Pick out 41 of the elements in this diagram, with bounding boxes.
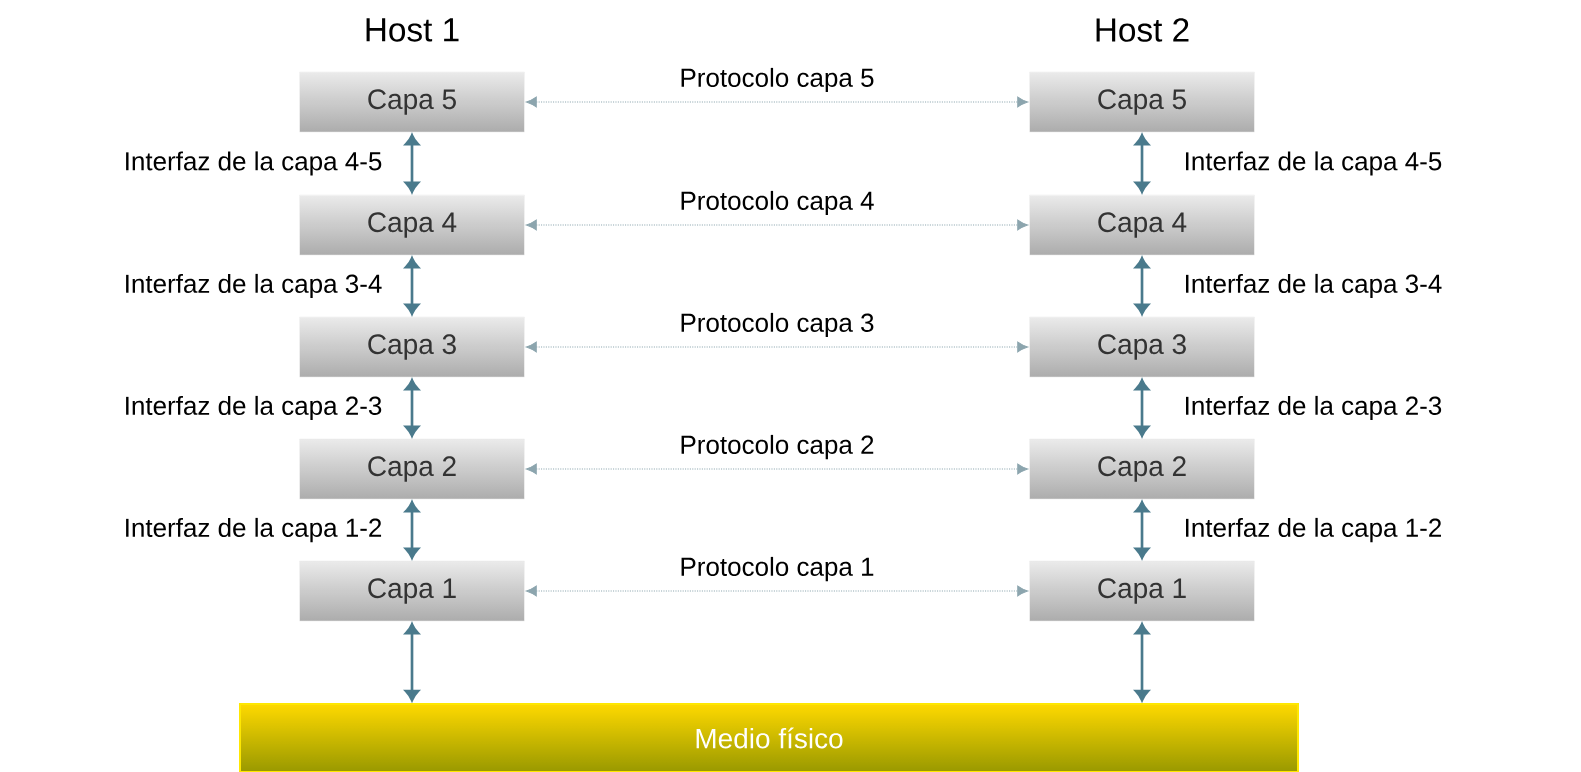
layer-box: Capa 3 [299, 316, 525, 378]
edge-label: Interfaz de la capa 4-5 [1186, 151, 1442, 176]
double-arrow [404, 257, 420, 315]
dotted-arrow [525, 585, 1029, 597]
double-arrow [1134, 257, 1150, 315]
edge-label: Interfaz de la capa 2-3 [1186, 395, 1442, 421]
layer-box: Capa 3 [1029, 316, 1255, 378]
layer-box: Capa 4 [299, 194, 525, 256]
dotted-arrow [525, 219, 1029, 231]
host-title: Host 1 [366, 18, 459, 42]
double-arrow [404, 134, 420, 193]
double-arrow [1134, 623, 1150, 702]
double-arrow [1134, 134, 1150, 193]
double-arrow [404, 379, 420, 437]
double-arrow [1134, 379, 1150, 437]
layer-box: Capa 5 [1029, 71, 1255, 133]
edge-label: Interfaz de la capa 1-2 [126, 517, 382, 543]
edge-label: Interfaz de la capa 2-3 [126, 395, 382, 421]
edge-label: Protocolo capa 4 [681, 190, 874, 216]
layer-box: Capa 5 [299, 71, 525, 133]
double-arrow [1134, 501, 1150, 559]
layer-box: Capa 1 [299, 560, 525, 622]
edge-label: Interfaz de la capa 3-4 [126, 273, 382, 299]
edge-label: Protocolo capa 3 [681, 312, 874, 338]
edge-label: Protocolo capa 5 [681, 67, 874, 93]
medium-bar: Medio físico [239, 703, 1299, 772]
edge-label: Interfaz de la capa 4-5 [126, 151, 382, 176]
host-title: Host 2 [1096, 18, 1189, 42]
layer-box: Capa 2 [299, 438, 525, 500]
layer-box: Capa 2 [1029, 438, 1255, 500]
dotted-arrow [525, 463, 1029, 475]
dotted-arrow [525, 341, 1029, 353]
dotted-arrow [525, 96, 1029, 108]
edge-label: Interfaz de la capa 1-2 [1186, 517, 1441, 543]
layer-box: Capa 4 [1029, 194, 1255, 256]
layer-box: Capa 1 [1029, 560, 1255, 622]
edge-label: Interfaz de la capa 3-4 [1186, 273, 1442, 299]
double-arrow [404, 501, 420, 559]
edge-label: Protocolo capa 2 [681, 434, 874, 460]
double-arrow [404, 623, 420, 702]
edge-label: Protocolo capa 1 [681, 556, 874, 582]
